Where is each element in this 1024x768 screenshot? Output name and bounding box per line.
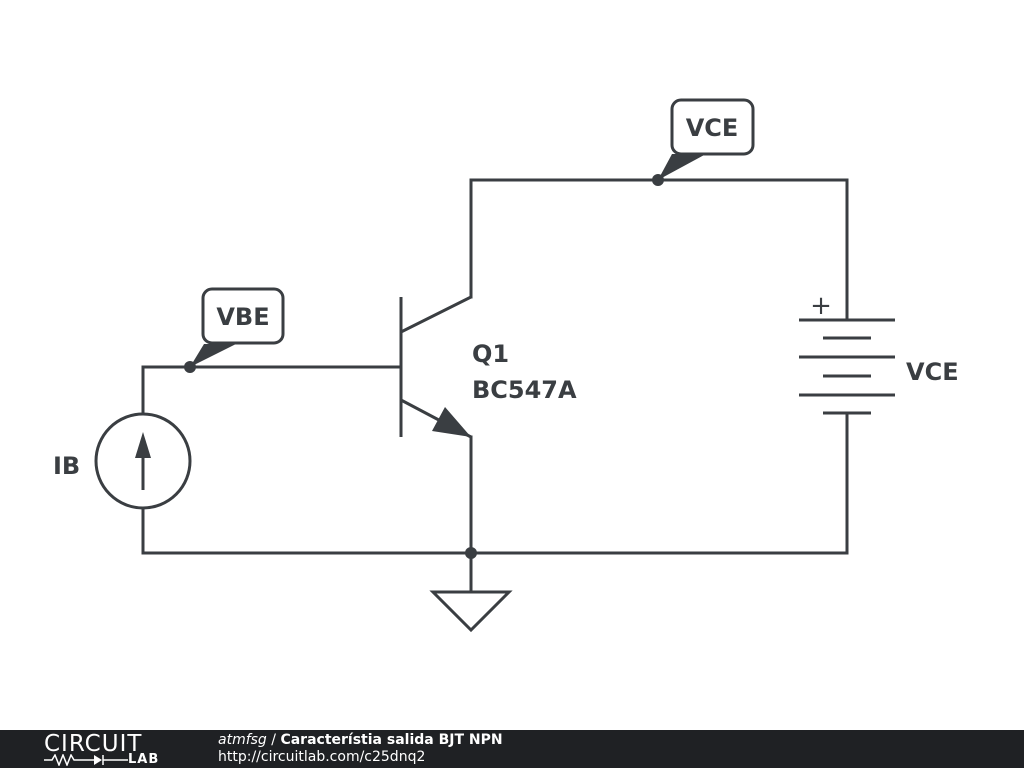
emitter-arrow-icon [432, 407, 471, 437]
circuit-url-link[interactable]: http://circuitlab.com/c25dnq2 [218, 749, 426, 765]
logo-text-circuit: CIRCUIT [44, 731, 143, 757]
wire-ground-rail [141, 506, 849, 555]
title-separator: / [266, 732, 281, 748]
probe-vbe-box [201, 287, 285, 345]
logo-resistor-diode-icon [44, 754, 128, 766]
wire-collector [469, 178, 849, 322]
circuitlab-logo[interactable]: CIRCUIT LAB [44, 731, 174, 767]
voltage-source-label: VCE [906, 358, 959, 386]
battery-polarity-plus: + [810, 291, 832, 321]
probe-vbe-label: VBE [216, 303, 269, 331]
current-source-ib[interactable] [94, 412, 192, 510]
probe-vbe-pointer [190, 344, 236, 367]
probe-vbe[interactable]: VBE [190, 287, 285, 367]
transistor-part-number: BC547A [472, 376, 577, 404]
junction-ground [465, 547, 477, 559]
ground-icon [429, 590, 513, 633]
probe-vce-label: VCE [686, 114, 739, 142]
schematic-canvas: IB Q1 BC547A + VCE VBE [53, 98, 959, 633]
transistor-designator: Q1 [472, 340, 509, 368]
probe-vce-box [670, 98, 755, 156]
probe-vce[interactable]: VCE [658, 98, 755, 180]
current-source-circle [94, 412, 192, 510]
author-link[interactable]: atmfsg [218, 732, 267, 748]
wire-base [141, 365, 403, 415]
logo-text-lab: LAB [128, 752, 160, 767]
current-source-label: IB [53, 452, 80, 480]
footer-title-line: atmfsg / Característia salida BJT NPN [218, 732, 503, 749]
transistor-collector-leg [400, 295, 472, 334]
transistor-q1[interactable] [399, 295, 472, 439]
current-arrow-head-icon [135, 432, 151, 458]
footer-bar: CIRCUIT LAB atmfsg / Característia salid… [0, 730, 1024, 768]
circuit-title[interactable]: Característia salida BJT NPN [280, 732, 503, 748]
voltage-source-vce[interactable] [799, 318, 895, 415]
probe-vce-pointer [658, 154, 706, 180]
